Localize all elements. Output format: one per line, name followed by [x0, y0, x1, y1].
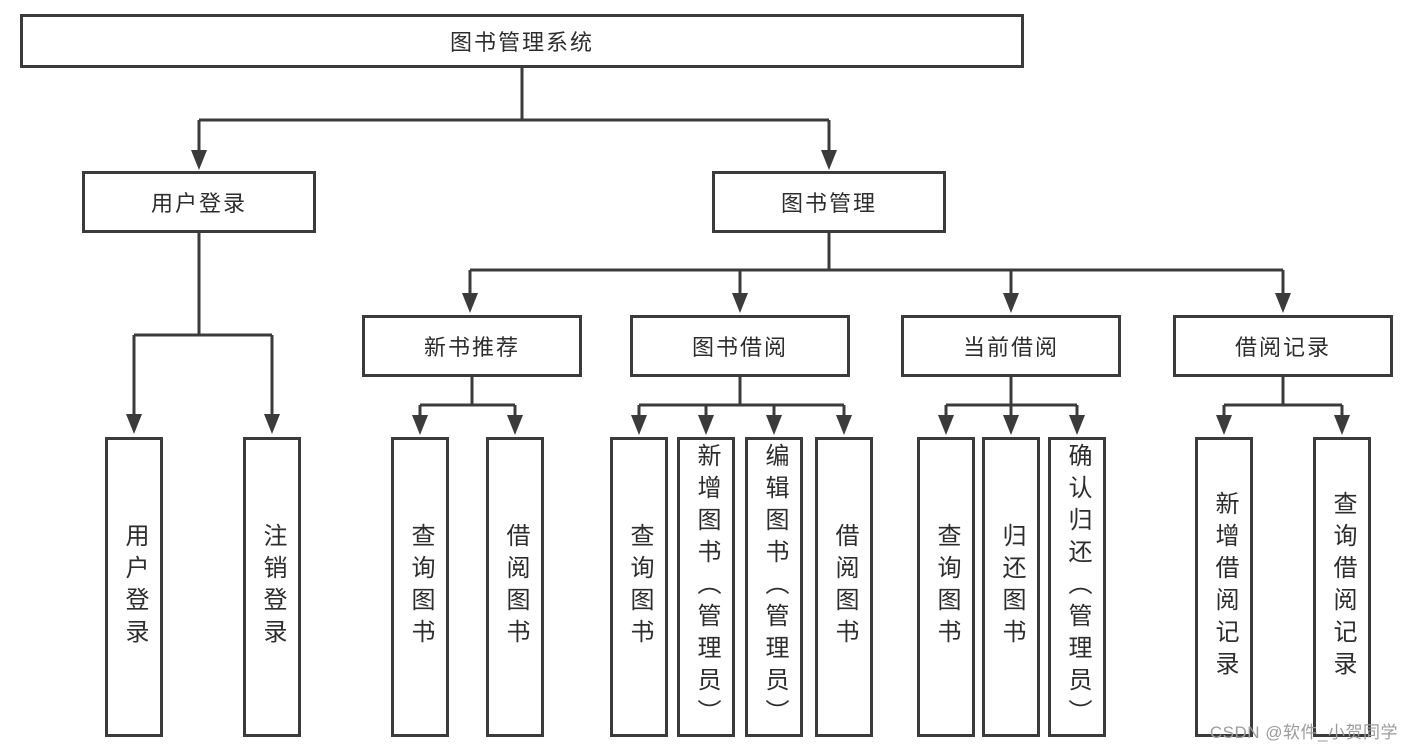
leaf-query-books-recommend-label: 查询图书: [407, 523, 434, 651]
leaf-query-borrow-record: 查询借阅记录: [1313, 437, 1371, 737]
leaf-add-borrow-record-label: 新增借阅记录: [1211, 491, 1238, 683]
leaf-add-books-admin-label: 新增图书（管理员）: [693, 443, 720, 731]
node-library-management-system: 图书管理系统: [20, 14, 1024, 68]
arrowheads: [126, 150, 1350, 435]
node-user-login: 用户登录: [82, 171, 316, 233]
leaf-borrow-books-recommend: 借阅图书: [486, 437, 544, 737]
node-book-borrowing: 图书借阅: [630, 315, 850, 377]
leaf-return-books-label: 归还图书: [998, 523, 1025, 651]
leaf-query-books-current-label: 查询图书: [933, 523, 960, 651]
leaf-logout: 注销登录: [243, 437, 301, 737]
leaf-edit-books-admin-label: 编辑图书（管理员）: [761, 443, 788, 731]
leaf-borrow-books-recommend-label: 借阅图书: [502, 523, 529, 651]
leaf-logout-label: 注销登录: [259, 523, 286, 651]
leaf-user-login-label: 用户登录: [121, 523, 148, 651]
leaf-query-books-recommend: 查询图书: [391, 437, 449, 737]
leaf-edit-books-admin: 编辑图书（管理员）: [745, 437, 803, 737]
leaf-add-books-admin: 新增图书（管理员）: [677, 437, 735, 737]
leaf-borrow-books-label: 借阅图书: [831, 523, 858, 651]
node-current-borrowing: 当前借阅: [901, 315, 1121, 377]
leaf-query-borrow-record-label: 查询借阅记录: [1329, 491, 1356, 683]
leaf-query-books-current: 查询图书: [917, 437, 975, 737]
leaf-confirm-return-admin: 确认归还（管理员）: [1048, 437, 1106, 737]
node-book-management: 图书管理: [712, 171, 946, 233]
connector-paths: [132, 68, 1344, 417]
node-borrowing-records: 借阅记录: [1173, 315, 1393, 377]
leaf-add-borrow-record: 新增借阅记录: [1195, 437, 1253, 737]
leaf-query-books-borrowing-label: 查询图书: [626, 523, 653, 651]
leaf-confirm-return-admin-label: 确认归还（管理员）: [1064, 443, 1091, 731]
leaf-return-books: 归还图书: [982, 437, 1040, 737]
leaf-user-login: 用户登录: [105, 437, 163, 737]
leaf-query-books-borrowing: 查询图书: [610, 437, 668, 737]
csdn-watermark: CSDN @软件_小贺同学: [1209, 723, 1398, 742]
leaf-borrow-books: 借阅图书: [815, 437, 873, 737]
node-new-book-recommend: 新书推荐: [362, 315, 582, 377]
